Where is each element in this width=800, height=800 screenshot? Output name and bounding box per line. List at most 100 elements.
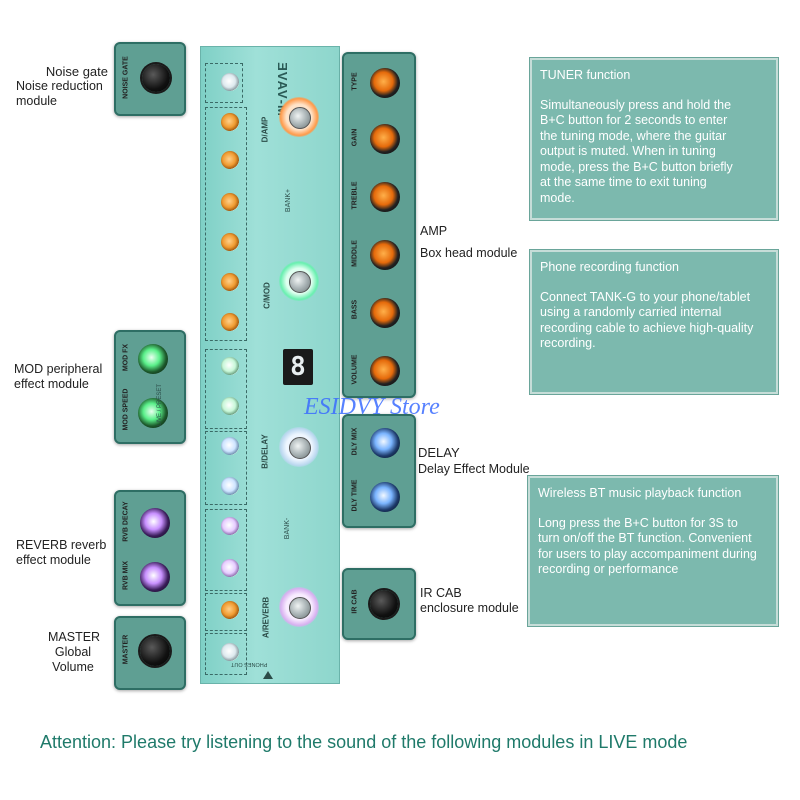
tuner-line: mode, press the B+C button briefly [540,159,733,174]
pedal-master-knob[interactable] [221,643,239,661]
knob-label: DLY TIME [351,479,359,512]
knob-label: TYPE [351,72,359,91]
master-knob-box: MASTER [114,616,186,690]
knob-label: GAIN [351,128,359,147]
tuner-line: the tuning mode, where the guitar [540,128,727,143]
tuner-line: at the same time to exit tuning [540,175,707,189]
knob-label: RVB MIX [122,560,130,591]
mod-speed-knob[interactable] [138,398,168,428]
treble-knob[interactable] [370,182,400,212]
store-watermark: ESIDVY Store [304,394,440,420]
pedal-dly-mix-knob[interactable] [221,437,239,455]
footswitch-c-mod-label: C/MOD [262,282,272,309]
bass-knob[interactable] [370,298,400,328]
bank-up-label: BANK+ [285,188,293,213]
phone-line: recording cable to achieve high-quality [540,320,754,335]
bt-line: recording or performance [538,562,679,576]
bt-line: turn on/off the BT function. Convenient [538,531,752,545]
bt-line: for users to play accompaniment during [538,546,757,561]
phones-out-label: PHONES OUT [231,661,268,667]
live-preset-label: LIVE / PRESET [157,383,164,427]
gain-knob[interactable] [370,124,400,154]
amp-knob-box: TYPE GAIN TREBLE MIDDLE BASS VOLUME [342,52,416,398]
ircab-knob-box: IR CAB [342,568,416,640]
bt-info-box: Wireless BT music playback function Long… [527,475,779,627]
pedal-noise-gate-knob[interactable] [221,73,239,91]
type-knob[interactable] [370,68,400,98]
knob-label: MOD SPEED [122,388,130,431]
pedal-dly-time-knob[interactable] [221,477,239,495]
dly-time-knob[interactable] [370,482,400,512]
footswitch-c-mod[interactable] [289,271,311,293]
footswitch-d-amp-label: D/AMP [260,116,270,143]
volume-knob[interactable] [370,356,400,386]
knob-label: MOD FX [122,343,130,372]
mod-knob-box: MOD FX MOD SPEED [114,330,186,444]
pedal-volume-knob[interactable] [221,313,239,331]
display-digit: 8 [290,352,306,382]
ircab-group [205,593,247,631]
pedal-middle-knob[interactable] [221,233,239,251]
bt-line: Long press the B+C button for 3S to [538,515,738,530]
output-arrow-icon [263,671,273,679]
footswitch-a-reverb-label: A/REVERB [261,596,271,639]
pedal-body: M-VAVE D/AMP BANK+ C/MOD 8 LIVE / PRESET… [157,46,340,684]
footswitch-d-amp[interactable] [289,107,311,129]
phone-title: Phone recording function [540,260,679,274]
reverb-label: REVERB reverb effect module [16,538,107,567]
noise-gate-knob-box: NOISE GATE [114,42,186,116]
knob-label: DLY MIX [351,427,359,456]
tuner-title: TUNER function [540,68,631,82]
reverb-group [205,509,247,591]
attention-text: Attention: Please try listening to the s… [40,732,688,752]
bt-title: Wireless BT music playback function [538,486,742,500]
pedal-rvb-mix-knob[interactable] [221,559,239,577]
led-display: 8 [283,349,313,385]
footswitch-a-reverb[interactable] [289,597,311,619]
knob-label: IR CAB [351,589,359,614]
middle-knob[interactable] [370,240,400,270]
reverb-knob-box: RVB DECAY RVB MIX [114,490,186,606]
pedal-mod-speed-knob[interactable] [221,397,239,415]
pedal-rvb-decay-knob[interactable] [221,517,239,535]
pedal-gain-knob[interactable] [221,151,239,169]
knob-label: RVB DECAY [122,501,130,542]
knob-label: VOLUME [351,354,359,385]
amp-group [205,107,247,341]
footswitch-b-delay[interactable] [289,437,311,459]
ircab-label: IR CAB enclosure module [420,586,519,615]
knob-label: MASTER [122,634,130,665]
phone-line: using a randomly carried internal [540,305,722,319]
dly-mix-knob[interactable] [370,428,400,458]
tuner-line: B+C button for 2 seconds to enter [540,113,728,127]
pedal-mod-fx-knob[interactable] [221,357,239,375]
mod-fx-knob[interactable] [138,344,168,374]
master-group [205,633,247,675]
pedal-treble-knob[interactable] [221,193,239,211]
delay-label: DELAY Delay Effect Module [418,445,530,476]
noise-gate-label: Noise gate Noise reduction module [16,64,108,108]
pedal-type-knob[interactable] [221,113,239,131]
noise-gate-group [205,63,243,103]
noise-gate-knob[interactable] [142,64,170,92]
pedal-ir-cab-knob[interactable] [221,601,239,619]
rvb-mix-knob[interactable] [140,562,170,592]
knob-label: TREBLE [351,181,359,210]
knob-label: BASS [351,299,359,320]
delay-knob-box: DLY MIX DLY TIME [342,414,416,528]
tuner-info-box: TUNER function Simultaneously press and … [529,57,779,221]
delay-group [205,431,247,505]
phone-info-box: Phone recording function Connect TANK-G … [529,249,779,395]
footswitch-b-delay-label: B/DELAY [260,434,270,469]
pedal-bass-knob[interactable] [221,273,239,291]
master-knob[interactable] [140,636,170,666]
phone-line: Connect TANK-G to your phone/tablet [540,289,751,304]
knob-label: NOISE GATE [122,56,130,99]
ir-cab-knob[interactable] [370,590,398,618]
bank-down-label: BANK- [284,517,292,540]
rvb-decay-knob[interactable] [140,508,170,538]
amp-label: AMP Box head module [420,224,518,260]
master-label: MASTER Global Volume [48,630,101,674]
tuner-line: Simultaneously press and hold the [540,97,732,112]
mod-label: MOD peripheral effect module [14,362,103,391]
